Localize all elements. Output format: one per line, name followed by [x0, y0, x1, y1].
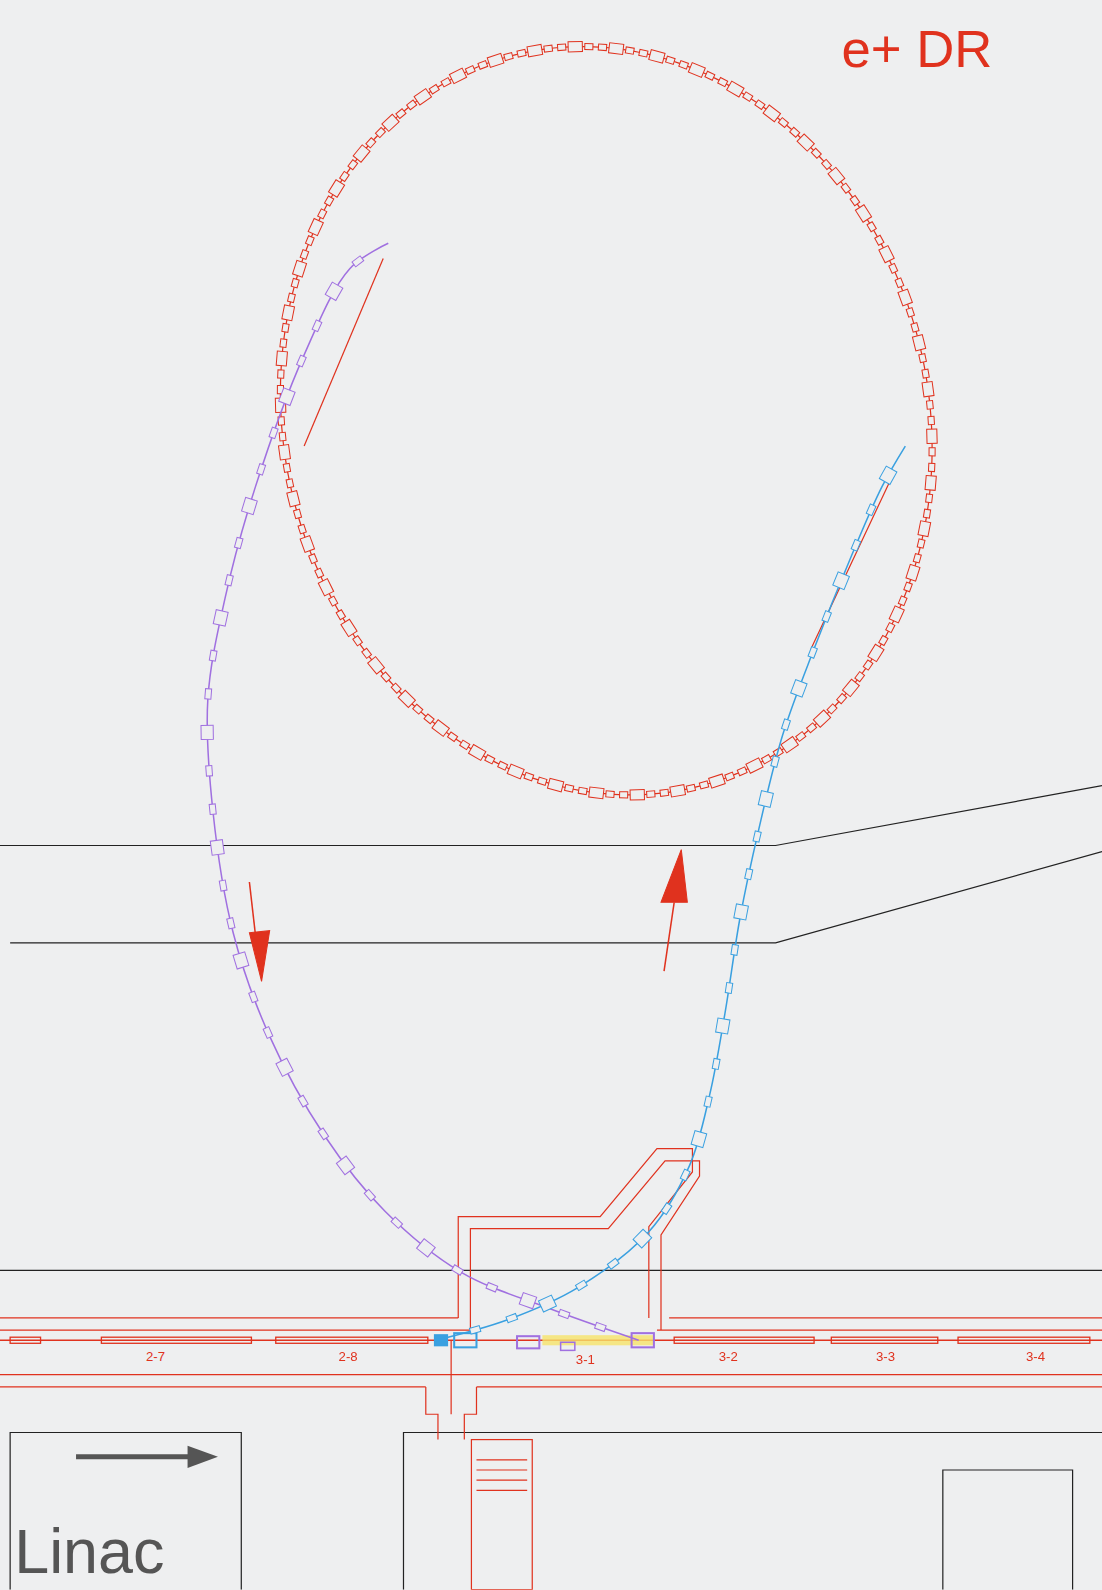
transport-magnets — [201, 256, 897, 1334]
linac-sector-label: 2-8 — [337, 1348, 360, 1363]
linac-arrow — [76, 1446, 218, 1468]
linac-sector-label: 3-1 — [574, 1351, 597, 1366]
damping-ring — [275, 41, 937, 800]
tunnel-walls — [0, 1149, 1102, 1590]
building-lines — [0, 786, 1102, 1590]
linac-sector-label: 3-3 — [874, 1348, 897, 1363]
direction-arrows — [249, 850, 687, 982]
linac-title: Linac — [14, 1521, 164, 1584]
ring-title: e+ DR — [841, 22, 992, 75]
linac-sector-label: 3-2 — [717, 1348, 740, 1363]
extraction-line — [207, 243, 639, 1340]
linac-sector-label: 2-7 — [144, 1348, 167, 1363]
linac-sector-label: 3-4 — [1024, 1348, 1047, 1363]
injection-line — [436, 446, 905, 1340]
